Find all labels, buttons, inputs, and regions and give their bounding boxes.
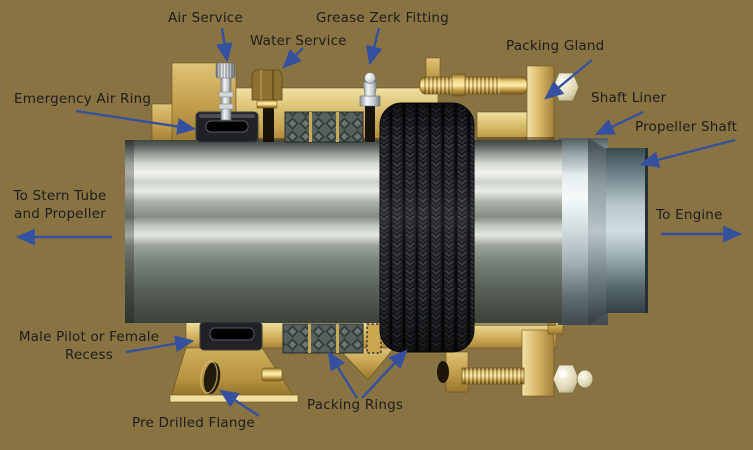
pre-drilled-hole: [203, 362, 221, 394]
packing-gland-arrow: [544, 59, 593, 100]
label-air-service: Air Service: [168, 10, 243, 26]
water-service-stem: [263, 104, 274, 142]
packing-group: [195, 102, 475, 354]
label-packing-rings: Packing Rings: [307, 397, 404, 413]
label-to-stern-tube: To Stern Tube and Propeller: [13, 188, 107, 222]
label-pre-drilled-flange: Pre Drilled Flange: [132, 415, 255, 431]
housing-gusset: [337, 347, 395, 381]
water-service-arrow: [282, 47, 304, 69]
grease-zerk: [359, 72, 381, 107]
shaft-liner-arrow: [594, 110, 644, 136]
pre-drilled-flange-arrow: [218, 389, 260, 418]
gland-stud-bottom: [461, 364, 594, 394]
packing-rings-top: [284, 111, 364, 143]
main-shaft: [125, 140, 562, 323]
packing-rings-arrow-left: [327, 350, 359, 399]
packing-rings-arrow-right: [361, 349, 408, 399]
flange-knob: [261, 367, 283, 382]
air-service-arrow: [216, 27, 233, 63]
grease-zerk-arrow: [366, 27, 383, 66]
label-water-service: Water Service: [250, 33, 347, 49]
emergency-air-ring-arrow: [75, 109, 197, 135]
air-service-valve: [215, 62, 236, 121]
fittings-group: [215, 62, 381, 121]
gland-plate-bottom: [521, 329, 555, 397]
label-male-pilot-recess: Male Pilot or Female Recess: [18, 329, 160, 363]
label-emergency-air-ring: Emergency Air Ring: [14, 91, 152, 107]
label-propeller-shaft: Propeller Shaft: [635, 119, 738, 135]
label-packing-gland: Packing Gland: [506, 38, 605, 54]
water-service-plug: [251, 69, 283, 109]
packing-gland-plate: [526, 65, 555, 144]
shaft-group: [125, 138, 648, 325]
label-shaft-liner: Shaft Liner: [591, 90, 667, 106]
propeller-shaft-arrow: [639, 138, 736, 168]
male-pilot-arrow: [125, 335, 195, 354]
propeller-shaft: [606, 148, 648, 313]
gland-nut-top: [552, 72, 580, 102]
gland-nut-end: [576, 369, 594, 389]
label-to-engine: To Engine: [656, 207, 723, 223]
label-grease-zerk-fitting: Grease Zerk Fitting: [316, 10, 449, 26]
gland-nut-bottom: [552, 364, 580, 394]
grease-zerk-stem: [365, 104, 375, 142]
braided-packing: [379, 102, 475, 353]
shaft-liner-bevel: [588, 138, 608, 325]
packing-rings-bottom: [282, 323, 364, 354]
annotation-arrows: [15, 27, 743, 418]
dashed-ring-marker: [366, 323, 382, 354]
